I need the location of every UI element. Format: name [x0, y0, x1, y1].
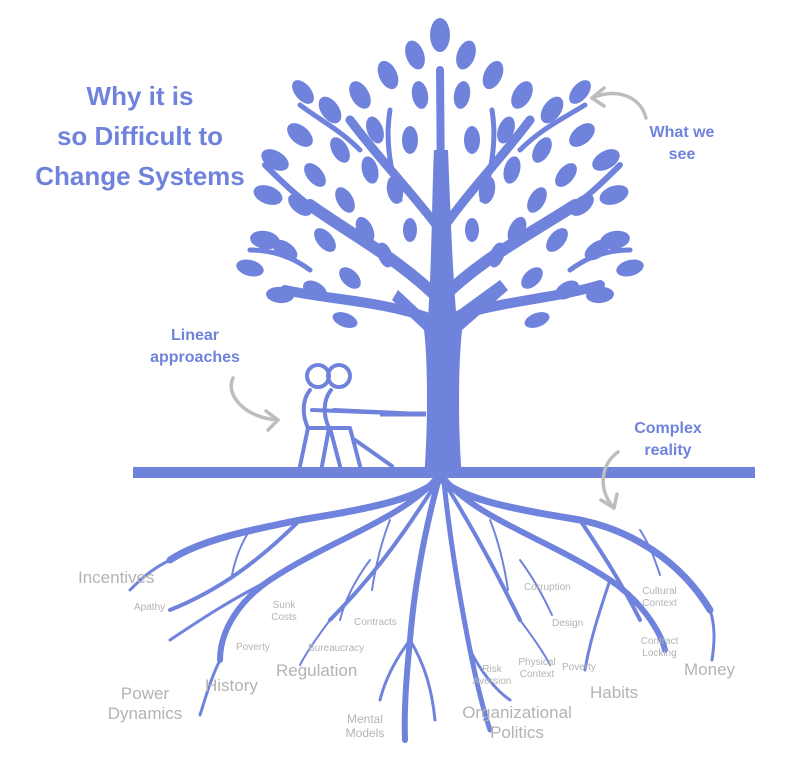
root-label-cultural-context: Cultural Context [632, 586, 687, 609]
label-line: Power [120, 684, 170, 703]
callout-line: approaches [150, 349, 240, 366]
root-label-organizational-politics: Organizational Politics [452, 703, 582, 742]
label-line: Costs [271, 611, 297, 623]
root-label-poverty-left: Poverty [236, 642, 270, 653]
callout-linear-approaches: Linear approaches [140, 325, 250, 369]
label-line: Contract [640, 636, 679, 647]
tree-leaves [236, 18, 644, 328]
callout-line: What we [649, 124, 715, 141]
root-label-apathy: Apathy [134, 602, 166, 613]
root-label-regulation: Regulation [276, 661, 358, 680]
label-line: Sunk [272, 600, 296, 611]
curved-arrow-icon [599, 450, 620, 510]
root-label-design: Design [552, 618, 584, 629]
callout-line: reality [644, 442, 692, 459]
diagram-title: Why it is so Difficult to Change Systems [20, 76, 260, 196]
root-label-sunk-costs: Sunk Costs [264, 600, 304, 623]
root-label-corruption: Corruption [524, 582, 571, 593]
label-line: Dynamics [107, 703, 183, 723]
label-line: Locking [642, 647, 677, 659]
root-label-bureaucracy: Bureaucracy [308, 643, 365, 654]
label-line: Physical [518, 657, 556, 668]
callout-line: Complex [634, 420, 702, 437]
label-line: Models [345, 725, 385, 740]
title-line-1: Why it is [86, 81, 194, 111]
root-label-contracts: Contracts [354, 617, 397, 628]
label-line: Organizational [462, 703, 572, 722]
root-label-history: History [205, 676, 258, 695]
label-line: Politics [490, 722, 544, 742]
curved-arrow-icon [229, 376, 280, 432]
label-line: Risk [482, 664, 502, 675]
label-line: Context [519, 668, 555, 680]
title-line-2: so Difficult to [56, 121, 224, 151]
root-label-incentives: Incentives [78, 568, 155, 587]
root-label-mental-models: Mental Models [330, 712, 400, 741]
root-label-habits: Habits [590, 683, 639, 702]
callout-line: see [668, 146, 696, 163]
root-label-physical-context: Physical Context [512, 657, 562, 680]
callout-what-we-see: What we see [632, 122, 732, 166]
label-line: Mental [346, 712, 384, 726]
tree-roots [128, 474, 716, 743]
callout-line: Linear [170, 327, 219, 344]
root-label-poverty-right: Poverty [562, 662, 596, 673]
title-line-3: Change Systems [35, 161, 245, 191]
label-line: Aversion [472, 675, 512, 687]
label-line: Context [642, 597, 677, 609]
root-label-risk-aversion: Risk Aversion [467, 664, 517, 687]
root-label-power-dynamics: Power Dynamics [100, 684, 190, 723]
curved-arrow-icon [590, 86, 648, 120]
root-label-contract-locking: Contract Locking [632, 636, 687, 659]
label-line: Cultural [642, 586, 677, 597]
callout-complex-reality: Complex reality [618, 418, 718, 462]
root-label-money: Money [684, 660, 736, 679]
